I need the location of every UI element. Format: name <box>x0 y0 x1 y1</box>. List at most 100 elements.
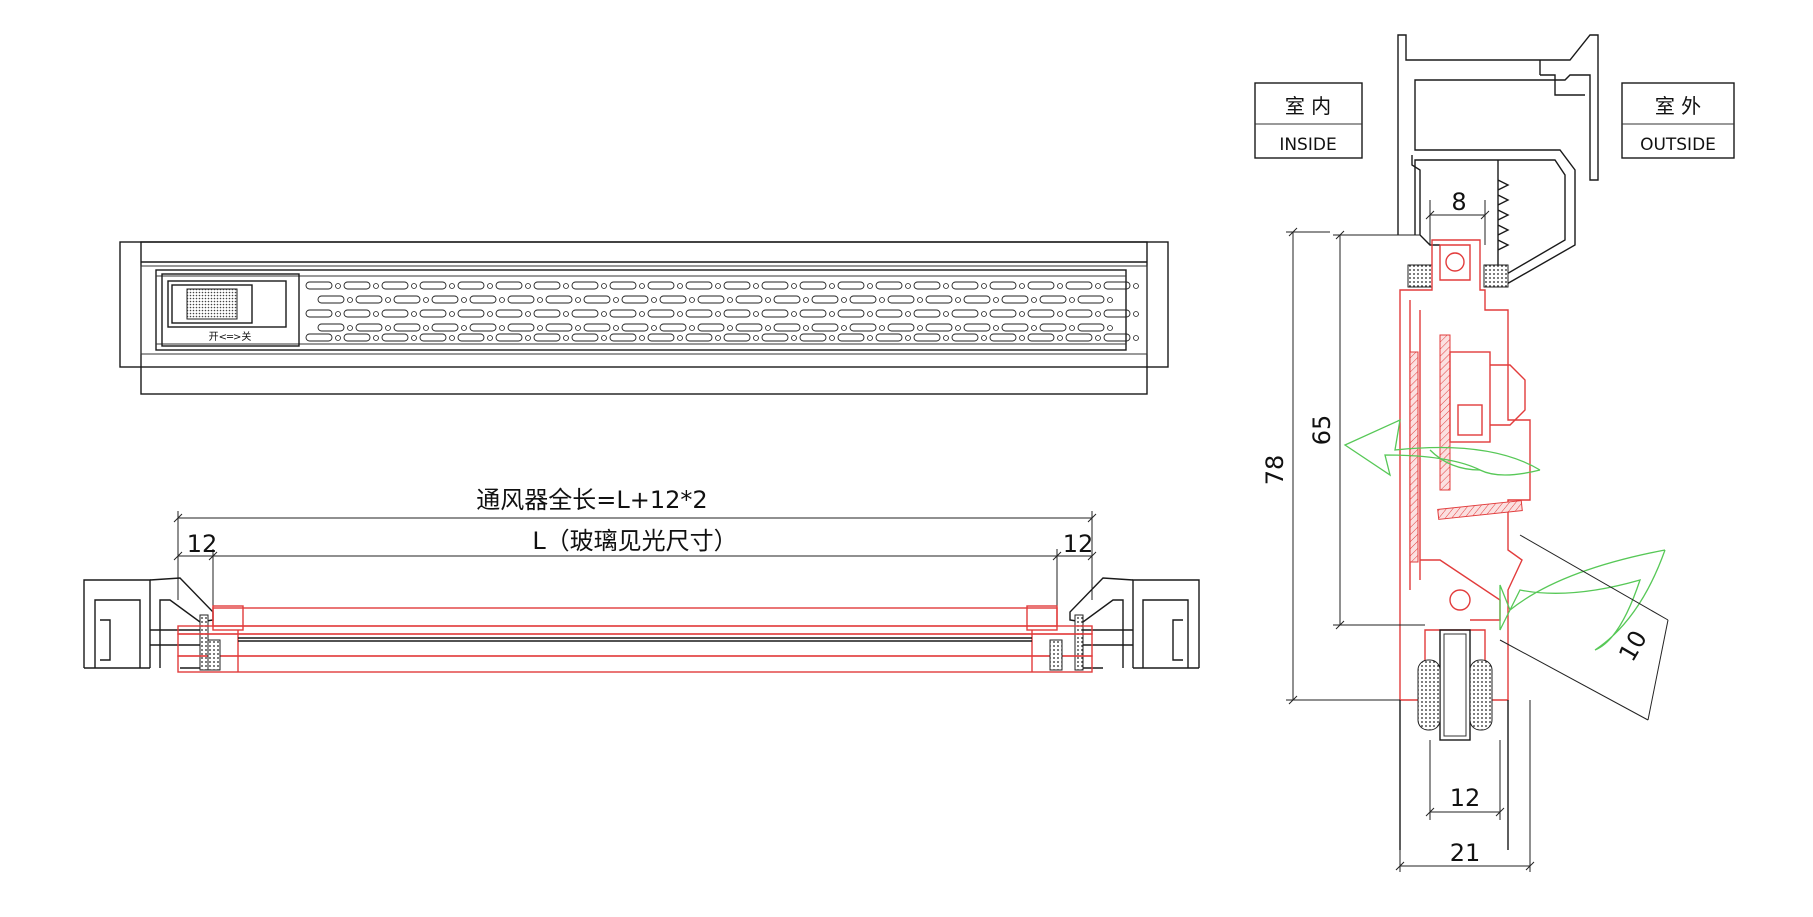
vent-slot <box>951 309 979 318</box>
left-offset-label: 12 <box>187 530 218 558</box>
vent-slot <box>507 295 535 304</box>
vent-hole <box>829 311 835 317</box>
front-body <box>140 241 1148 395</box>
vent-slot <box>849 323 877 332</box>
inside-label-box <box>1254 82 1363 159</box>
vent-slot <box>685 281 713 290</box>
vent-slot <box>697 295 725 304</box>
vent-slot <box>925 295 953 304</box>
vent-slot <box>761 309 789 318</box>
vent-hole <box>651 325 657 331</box>
vent-slot <box>697 323 725 332</box>
vent-slot <box>1027 309 1055 318</box>
vent-slot <box>723 309 751 318</box>
vent-slot <box>507 323 535 332</box>
vent-hole <box>879 297 885 303</box>
vent-slot <box>393 295 421 304</box>
vent-slot <box>723 333 751 342</box>
vent-hole <box>791 283 797 289</box>
vent-hole <box>715 283 721 289</box>
vent-slot <box>1039 295 1067 304</box>
vent-hole <box>943 335 949 341</box>
vent-slot <box>799 309 827 318</box>
plan-view: 通风器全长=L+12*2 L（玻璃见光尺寸） 12 12 <box>83 486 1200 673</box>
vent-slot <box>1065 333 1093 342</box>
dim-inner-height-label: 65 <box>1308 415 1336 446</box>
vent-hole <box>917 297 923 303</box>
inside-en-label: INSIDE <box>1279 135 1336 155</box>
vent-slot <box>913 333 941 342</box>
vent-slot <box>621 295 649 304</box>
vent-slot <box>837 309 865 318</box>
vent-hole <box>575 297 581 303</box>
vent-hole <box>677 283 683 289</box>
vent-slot <box>533 281 561 290</box>
vent-slot <box>887 295 915 304</box>
vent-slot <box>647 333 675 342</box>
outside-cn-label: 室 外 <box>1655 94 1701 118</box>
vent-hole <box>1057 311 1063 317</box>
vent-hole <box>335 311 341 317</box>
vent-hole <box>677 311 683 317</box>
vent-slot <box>735 295 763 304</box>
vent-hole <box>563 283 569 289</box>
vent-hole <box>1107 325 1113 331</box>
vent-slot <box>583 295 611 304</box>
vent-slot <box>317 295 345 304</box>
vent-slot <box>583 323 611 332</box>
vent-slot <box>469 323 497 332</box>
vent-hole <box>563 335 569 341</box>
vent-slot <box>685 333 713 342</box>
vent-hole <box>1133 335 1139 341</box>
vent-slot <box>659 295 687 304</box>
vent-hole <box>499 325 505 331</box>
vent-hole <box>727 325 733 331</box>
vent-hole <box>993 297 999 303</box>
switch-housing[interactable] <box>161 273 300 347</box>
vent-slot <box>963 323 991 332</box>
vent-slot <box>1103 281 1131 290</box>
vent-slot <box>381 281 409 290</box>
vent-hole <box>537 325 543 331</box>
vent-hole <box>563 311 569 317</box>
vent-slot <box>609 309 637 318</box>
vent-slot <box>887 323 915 332</box>
vent-slot <box>989 281 1017 290</box>
vent-hole <box>411 335 417 341</box>
vent-hole <box>1069 325 1075 331</box>
vent-slot <box>913 309 941 318</box>
vent-slot <box>609 333 637 342</box>
vent-slot <box>393 323 421 332</box>
front-outer-frame <box>119 241 1169 368</box>
vent-hole <box>1095 311 1101 317</box>
switch-button[interactable] <box>167 280 287 328</box>
vent-slot <box>343 333 371 342</box>
vent-slot <box>431 295 459 304</box>
vent-slot <box>799 333 827 342</box>
vent-slot <box>837 333 865 342</box>
vent-hole <box>829 283 835 289</box>
vent-slot <box>381 309 409 318</box>
vent-slot <box>545 323 573 332</box>
vent-slot <box>913 281 941 290</box>
vent-slot <box>1001 323 1029 332</box>
outside-label-box <box>1621 82 1735 159</box>
switch-label: 开<═>关 <box>209 330 252 343</box>
vent-hole <box>601 283 607 289</box>
vent-hole <box>943 283 949 289</box>
vent-slot <box>419 333 447 342</box>
vent-hole <box>487 283 493 289</box>
vent-hole <box>461 325 467 331</box>
vent-hole <box>841 325 847 331</box>
vent-hole <box>335 283 341 289</box>
vent-hole <box>867 283 873 289</box>
vent-slot <box>723 281 751 290</box>
vent-hole <box>1095 283 1101 289</box>
vent-hole <box>423 297 429 303</box>
vent-slot <box>381 333 409 342</box>
vent-slot <box>875 333 903 342</box>
right-offset-label: 12 <box>1063 530 1094 558</box>
vent-profile <box>1399 239 1531 701</box>
vent-hole <box>993 325 999 331</box>
